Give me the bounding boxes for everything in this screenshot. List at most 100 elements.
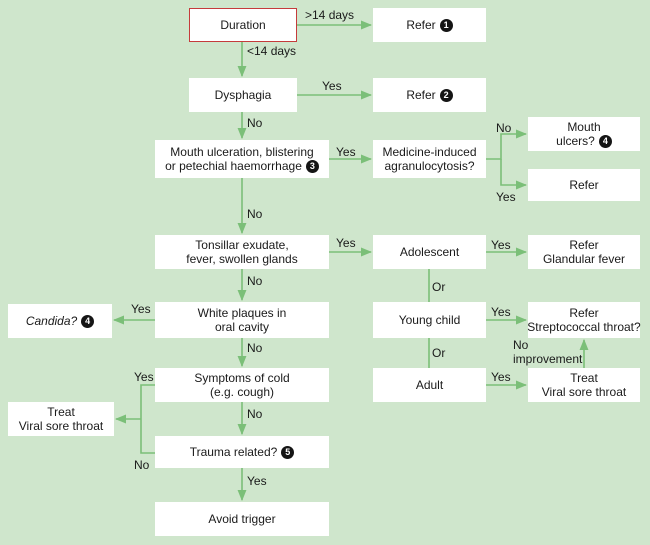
box-text-line: Refer (569, 238, 598, 252)
box-text-line: Young child (399, 313, 461, 327)
box-text-line: Mouth (567, 120, 600, 134)
label-medicine-no: No (496, 121, 512, 135)
label-or-1: Or (432, 280, 446, 294)
note-number-badge: 4 (81, 314, 95, 328)
box-text: Viral sore throat (541, 385, 627, 399)
box-text: Refer (569, 306, 599, 320)
box-text: Tonsillar exudate, (195, 238, 289, 252)
box-text: Medicine-induced (382, 145, 477, 159)
box-text-line: ulcers?4 (556, 134, 612, 148)
label-tonsillar-no: No (247, 274, 263, 288)
box-text: Mouth (567, 120, 601, 134)
label-medicine-yes: Yes (496, 190, 516, 204)
candida-box: Candida?4 (8, 304, 112, 338)
box-text-line: Duration (220, 18, 265, 32)
label-tonsillar-yes: Yes (336, 236, 356, 250)
box-text: Refer (569, 238, 599, 252)
box-text-line: Tonsillar exudate, (195, 238, 288, 252)
label-trauma-yes: Yes (247, 474, 267, 488)
box-text-line: oral cavity (215, 320, 269, 334)
box-text: Candida? (25, 314, 78, 328)
box-text: Mouth ulceration, blistering (170, 145, 314, 159)
label-ulceration-yes: Yes (336, 145, 356, 159)
box-text: Viral sore throat (18, 419, 104, 433)
box-text: Dysphagia (214, 88, 272, 102)
young-child-box: Young child (373, 302, 486, 338)
box-text-line: Dysphagia (215, 88, 272, 102)
box-text: Glandular fever (542, 252, 626, 266)
box-text-line: Treat (570, 371, 598, 385)
box-text: Refer (569, 178, 599, 192)
label-trauma-no: No (134, 458, 150, 472)
label-no-improvement-2: improvement (513, 352, 583, 366)
box-text: Refer (406, 18, 436, 32)
box-text-line: Avoid trigger (208, 512, 275, 526)
box-text: fever, swollen glands (186, 252, 298, 266)
label-cold-no: No (247, 407, 263, 421)
arrow-medicine-to-refer (500, 159, 528, 190)
tonsillar-exudate-box: Tonsillar exudate,fever, swollen glands (155, 235, 329, 269)
note-number-badge: 5 (281, 445, 295, 459)
note-number-badge: 3 (305, 159, 319, 173)
line-cold-trauma-bracket (140, 384, 155, 454)
label-or-2: Or (432, 346, 446, 360)
label-plaques-yes: Yes (131, 302, 151, 316)
label-gt-14-days: >14 days (305, 8, 355, 22)
box-text-line: fever, swollen glands (186, 252, 297, 266)
label-ulceration-no: No (247, 207, 263, 221)
box-text-line: Streptococcal throat? (527, 320, 640, 334)
box-text: (e.g. cough) (209, 385, 275, 399)
adult-box: Adult (373, 368, 486, 402)
box-text: ulcers? (556, 134, 595, 148)
label-cold-yes: Yes (134, 370, 154, 384)
note-number-badge: 1 (439, 18, 453, 32)
trauma-related-box: Trauma related?5 (155, 436, 329, 468)
box-text: Adult (415, 378, 444, 392)
box-text-line: Trauma related?5 (190, 445, 295, 459)
box-text: Duration (220, 18, 266, 32)
box-text: Symptoms of cold (194, 371, 290, 385)
box-text-line: Symptoms of cold (194, 371, 289, 385)
adolescent-box: Adolescent (373, 235, 486, 269)
avoid-trigger-box: Avoid trigger (155, 502, 329, 536)
box-text-line: Glandular fever (543, 252, 625, 266)
box-text: Adolescent (399, 245, 460, 259)
refer-ulcers-box: Refer (528, 169, 640, 201)
box-text-line: Treat (47, 405, 75, 419)
box-text-line: Refer (569, 306, 598, 320)
duration-box: Duration (189, 8, 297, 42)
dysphagia-box: Dysphagia (189, 78, 297, 112)
note-number-badge: 2 (439, 88, 453, 102)
box-text: Refer (406, 88, 436, 102)
box-text: Treat (47, 405, 75, 419)
box-text: oral cavity (214, 320, 270, 334)
label-adolescent-yes: Yes (491, 238, 511, 252)
label-lt-14-days: <14 days (247, 44, 297, 58)
box-text: Young child (398, 313, 461, 327)
box-text-line: Adult (416, 378, 443, 392)
note-number-badge: 4 (598, 134, 612, 148)
box-text-line: agranulocytosis? (384, 159, 474, 173)
box-text-line: Candida?4 (25, 314, 95, 328)
box-text-line: Medicine-induced (382, 145, 476, 159)
symptoms-of-cold-box: Symptoms of cold(e.g. cough) (155, 368, 329, 402)
label-dysphagia-yes: Yes (322, 79, 342, 93)
box-text: Streptococcal throat? (527, 320, 641, 334)
box-text: Treat (570, 371, 598, 385)
label-child-yes: Yes (491, 305, 511, 319)
box-text-line: Refer (569, 178, 598, 192)
